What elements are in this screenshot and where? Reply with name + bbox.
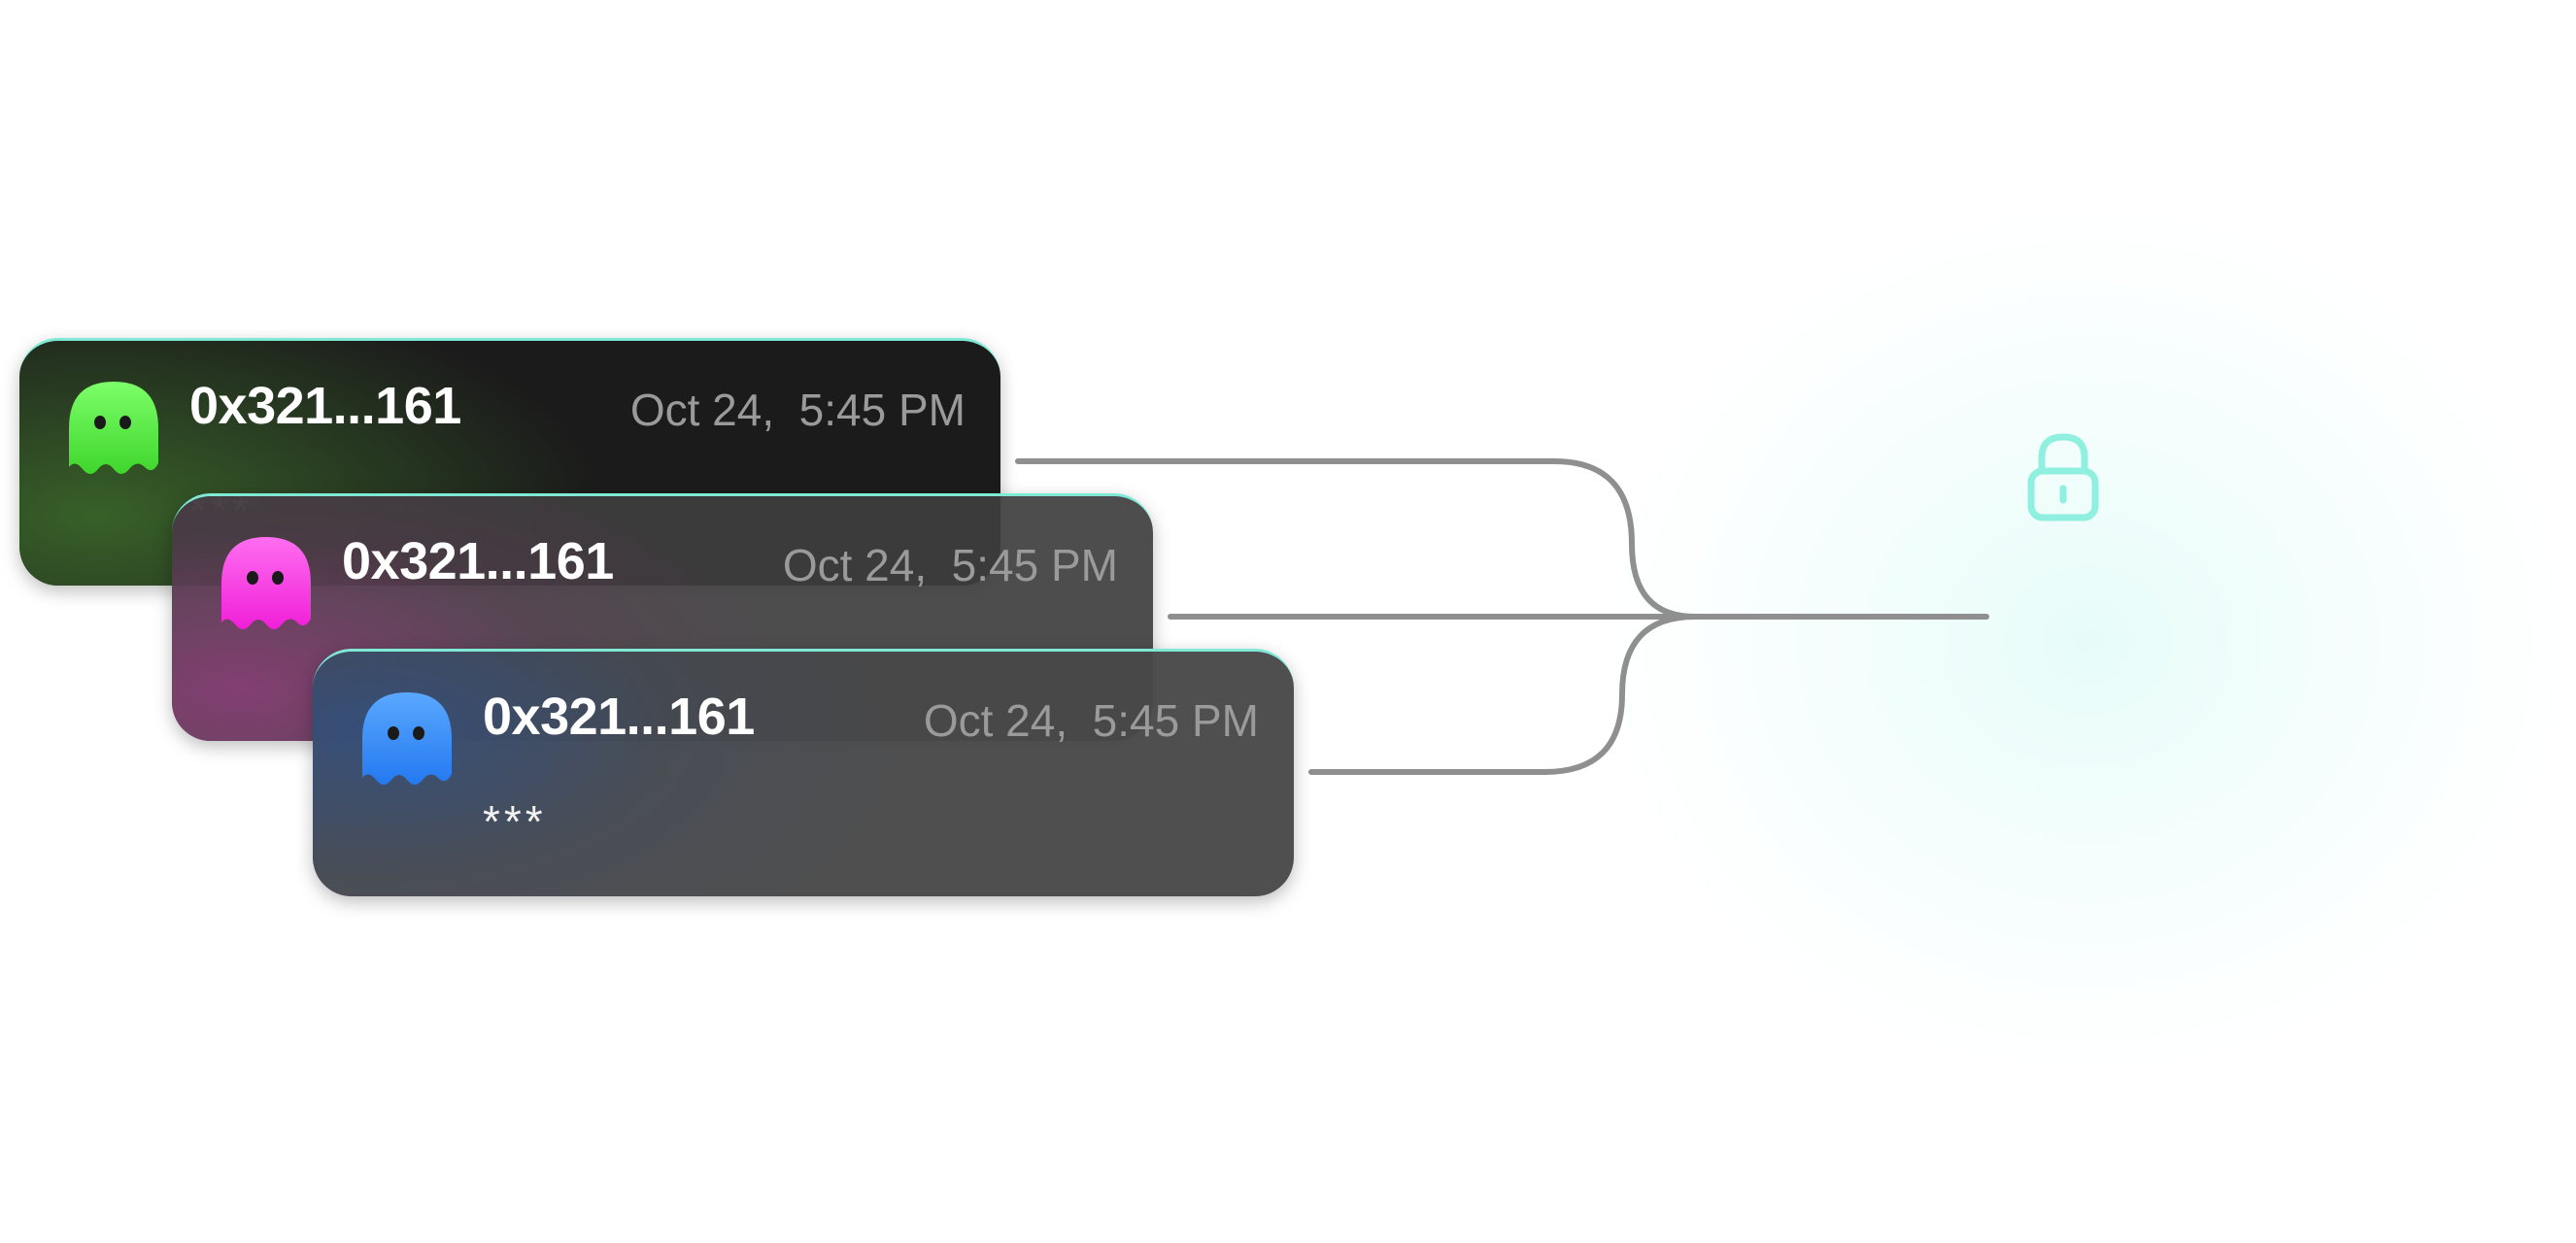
sender-address: 0x321...161 <box>483 688 755 746</box>
message-timestamp: Oct 24, 5:45 PM <box>782 540 1118 590</box>
ghost-icon <box>221 537 311 629</box>
message-preview: *** <box>483 796 547 847</box>
connector-line-top <box>1015 458 1698 620</box>
lock-icon <box>2027 433 2099 521</box>
ghost-icon <box>362 692 452 785</box>
sender-address: 0x321...161 <box>342 532 614 590</box>
ghost-icon <box>69 382 158 474</box>
connector-line-bottom <box>1308 614 1698 775</box>
lock-glow <box>1603 204 2574 1078</box>
message-timestamp: Oct 24, 5:45 PM <box>923 695 1259 746</box>
message-card[interactable]: 0x321...161 Oct 24, 5:45 PM *** <box>313 649 1294 896</box>
message-timestamp: Oct 24, 5:45 PM <box>629 385 966 435</box>
sender-address: 0x321...161 <box>189 377 461 435</box>
